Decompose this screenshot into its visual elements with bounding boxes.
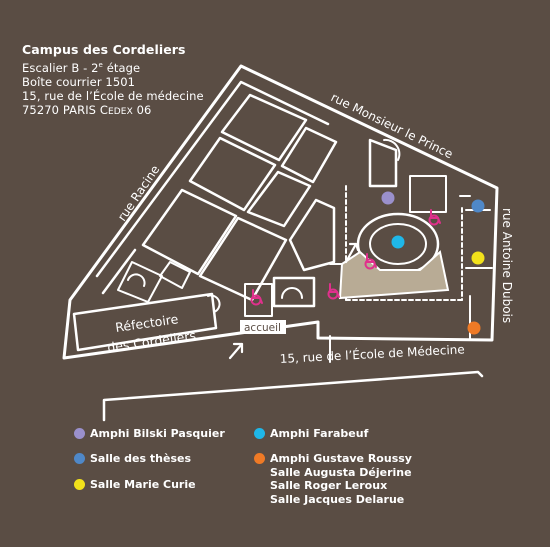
room-dot-salle-marie-curie <box>471 251 485 265</box>
refectoire-block <box>72 292 218 352</box>
legend-dot <box>74 453 85 464</box>
campus-name: Campus des Cordeliers <box>22 42 186 57</box>
room-dot-salle-des-theses <box>471 199 485 213</box>
accueil-box <box>240 320 286 334</box>
legend-extra-line: Salle Augusta Déjerine <box>270 465 412 479</box>
legend-dot <box>254 428 265 439</box>
entrance-arrow-icon <box>344 242 360 264</box>
legend-extra-line: Salle Jacques Delarue <box>270 492 405 506</box>
courtyard <box>338 250 450 300</box>
legend-dot <box>74 479 85 490</box>
legend-dot <box>74 428 85 439</box>
wheelchair-icon <box>250 289 263 306</box>
room-dot-amphi-gustave-roussy <box>467 321 481 335</box>
accueil-label: accueil <box>244 322 281 334</box>
legend-extra-line: Salle Roger Leroux <box>270 479 388 492</box>
wheelchair-icon <box>364 253 377 270</box>
wheelchair-icon <box>428 209 441 226</box>
address-line-1: Escalier B - 2e étage <box>22 60 141 75</box>
address-block: Campus des Cordeliers Escalier B - 2e ét… <box>22 42 204 119</box>
street-label-antoine-dubois: rue Antoine Dubois <box>500 208 514 323</box>
wheelchair-icon <box>327 283 340 300</box>
address-line-4: 75270 PARIS CEDEX 06 <box>22 102 152 117</box>
address-line-3: 15, rue de l’École de médecine <box>22 88 204 103</box>
entrance-arrow-icon <box>228 342 244 360</box>
address-line-2: Boîte courrier 1501 <box>22 74 136 89</box>
room-dot-amphi-bilski-pasquier <box>381 191 395 205</box>
room-dot-amphi-farabeuf <box>391 235 405 249</box>
street-border <box>102 370 484 422</box>
legend-dot <box>254 453 265 464</box>
site-boundary <box>62 64 499 360</box>
